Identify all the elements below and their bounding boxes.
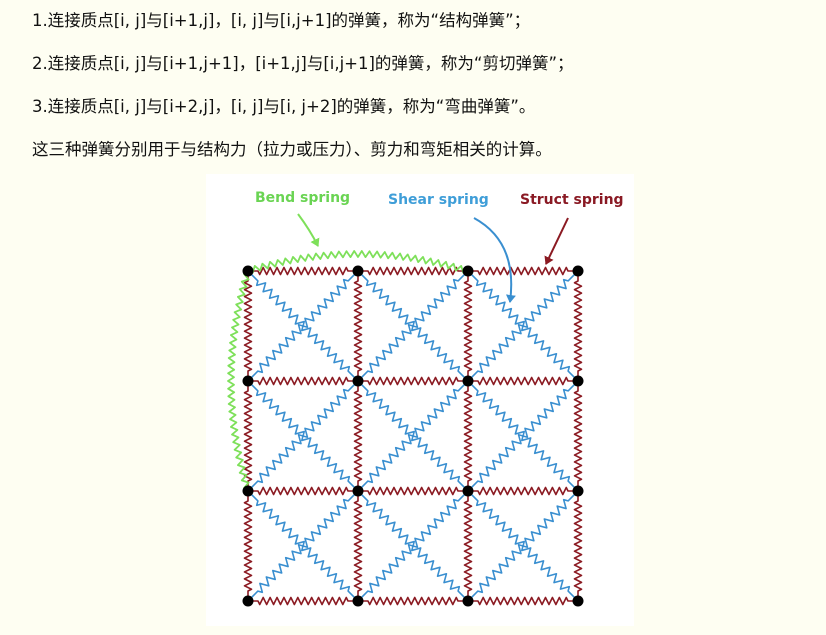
mass-point xyxy=(352,485,364,497)
shear-spring xyxy=(247,380,359,492)
struct-spring xyxy=(358,376,468,386)
bend-label-arrow xyxy=(297,213,320,247)
struct-spring xyxy=(243,271,253,381)
mass-point xyxy=(352,375,364,387)
struct-spring xyxy=(358,266,468,276)
struct-spring xyxy=(573,271,583,381)
struct-spring xyxy=(248,376,358,386)
struct-spring xyxy=(248,266,358,276)
shear-spring xyxy=(467,490,579,602)
mass-point xyxy=(572,595,584,607)
mass-point xyxy=(242,265,254,277)
mass-point xyxy=(462,265,474,277)
struct-spring xyxy=(463,271,473,381)
shear-spring xyxy=(467,380,579,492)
struct-spring xyxy=(248,486,358,496)
shear-label-arrow xyxy=(473,217,516,303)
struct-spring xyxy=(243,491,253,601)
mass-point xyxy=(242,485,254,497)
spring-diagram: Bend spring Shear spring Struct spring xyxy=(206,174,634,626)
mass-point xyxy=(572,485,584,497)
bend-spring xyxy=(227,270,250,492)
shear-spring xyxy=(467,270,579,382)
bend-spring-definition: 3.连接质点[i, j]与[i+2,j]，[i, j]与[i, j+2]的弹簧，… xyxy=(32,97,536,116)
struct-spring xyxy=(248,596,358,606)
mass-point xyxy=(572,375,584,387)
spring-grid-svg xyxy=(227,213,584,607)
mass-point xyxy=(352,595,364,607)
shear-spring xyxy=(357,490,469,602)
mass-point xyxy=(572,265,584,277)
shear-spring-definition: 2.连接质点[i, j]与[i+1,j+1]，[i+1,j]与[i,j+1]的弹… xyxy=(32,54,574,73)
shear-spring xyxy=(247,490,359,602)
mass-point xyxy=(462,485,474,497)
struct-spring xyxy=(463,381,473,491)
struct-spring xyxy=(468,596,578,606)
bend-spring xyxy=(247,250,469,274)
struct-spring xyxy=(353,271,363,381)
struct-spring xyxy=(468,266,578,276)
mass-point xyxy=(462,595,474,607)
struct-spring xyxy=(353,491,363,601)
mass-point xyxy=(462,375,474,387)
bend-spring-label: Bend spring xyxy=(255,190,351,206)
mass-point xyxy=(242,375,254,387)
shear-spring xyxy=(357,380,469,492)
shear-spring xyxy=(247,270,359,382)
springs-usage-summary: 这三种弹簧分别用于与结构力（拉力或压力）、剪力和弯矩相关的计算。 xyxy=(32,140,552,159)
struct-spring xyxy=(463,491,473,601)
struct-spring xyxy=(468,376,578,386)
mass-point xyxy=(242,595,254,607)
struct-label-arrow xyxy=(544,217,569,265)
struct-spring xyxy=(358,596,468,606)
struct-spring xyxy=(243,381,253,491)
shear-spring-label: Shear spring xyxy=(388,192,489,208)
struct-spring xyxy=(353,381,363,491)
struct-spring xyxy=(573,381,583,491)
mass-point xyxy=(352,265,364,277)
struct-spring-definition: 1.连接质点[i, j]与[i+1,j]，[i, j]与[i,j+1]的弹簧，称… xyxy=(32,11,531,30)
struct-spring xyxy=(358,486,468,496)
struct-spring xyxy=(573,491,583,601)
shear-spring xyxy=(357,270,469,382)
struct-spring xyxy=(468,486,578,496)
struct-spring-label: Struct spring xyxy=(520,192,624,208)
